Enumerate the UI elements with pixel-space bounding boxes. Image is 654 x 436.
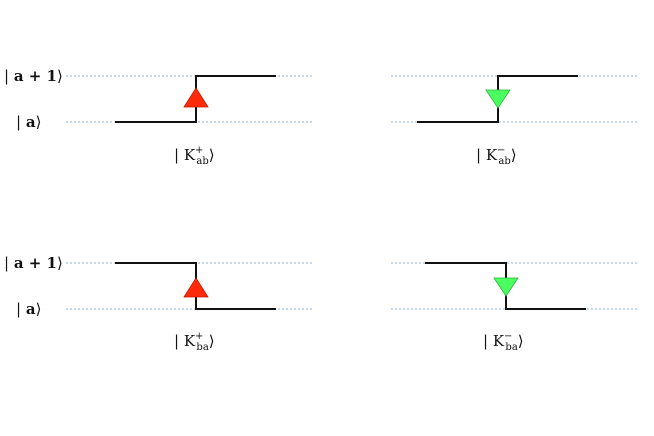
green-down-triangle-icon xyxy=(493,277,519,297)
panel-kba-minus: | K−ba⟩ xyxy=(425,262,586,353)
state-label-kab-minus: | K−ab⟩ xyxy=(476,145,517,167)
level-label-lower-row2: | a⟩ xyxy=(16,300,41,318)
level-label-lower-row1: | a⟩ xyxy=(16,113,41,131)
state-label-kba-plus: | K+ba⟩ xyxy=(174,331,215,353)
panel-kba-plus: | K+ba⟩ xyxy=(115,262,276,353)
green-down-triangle-icon xyxy=(485,89,511,109)
panel-kab-minus: | K−ab⟩ xyxy=(417,75,578,167)
state-label-kba-minus: | K−ba⟩ xyxy=(483,331,524,353)
panel-kab-plus: | K+ab⟩ xyxy=(115,75,276,167)
level-label-upper-row2: | a + 1⟩ xyxy=(4,254,63,272)
level-label-upper-row1: | a + 1⟩ xyxy=(4,67,63,85)
state-label-kab-plus: | K+ab⟩ xyxy=(174,145,215,167)
red-up-triangle-icon xyxy=(183,87,209,108)
red-up-triangle-icon xyxy=(183,277,209,298)
